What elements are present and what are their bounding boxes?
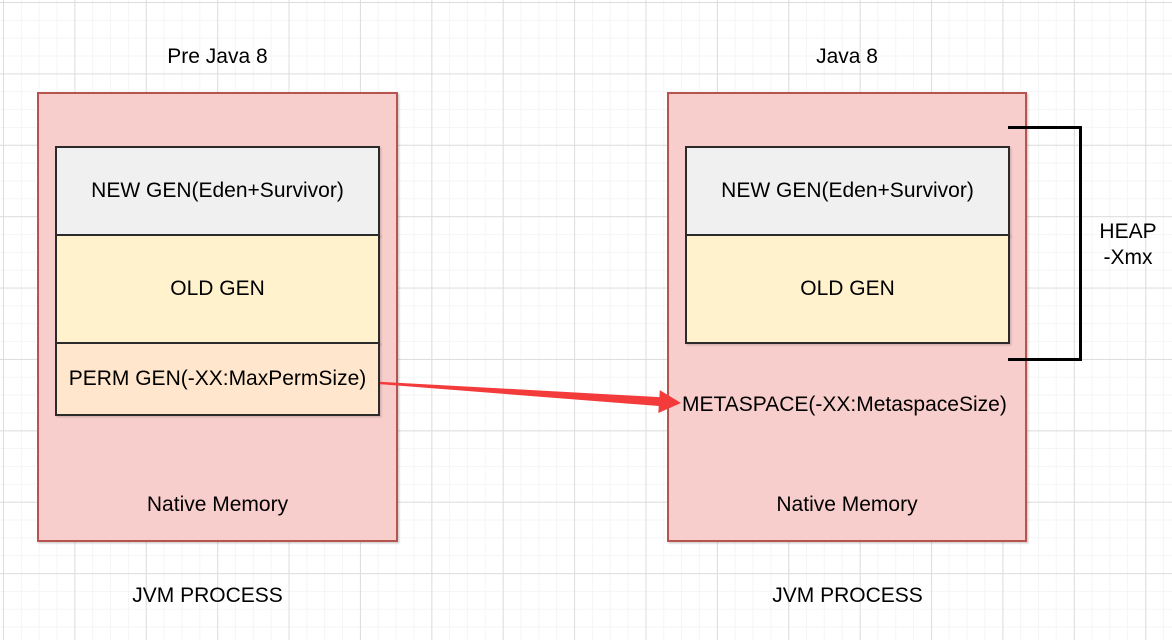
pre-java8-title[interactable]: Pre Java 8 [167, 45, 268, 68]
java8-metaspace-label[interactable]: METASPACE(-XX:MetaspaceSize) [682, 393, 1007, 416]
heap-xmx-label[interactable]: HEAP -Xmx [1088, 219, 1168, 271]
heap-label-line2: -Xmx [1103, 246, 1153, 269]
java8-new-gen-box[interactable]: NEW GEN(Eden+Survivor) [685, 146, 1010, 236]
new-gen-label: NEW GEN(Eden+Survivor) [721, 179, 974, 202]
pre-java8-native-memory-label: Native Memory [146, 493, 289, 516]
old-gen-label: OLD GEN [800, 277, 895, 300]
pre-java8-perm-gen-box[interactable]: PERM GEN(-XX:MaxPermSize) [55, 342, 380, 416]
java8-jvm-process-box[interactable]: NEW GEN(Eden+Survivor) OLD GEN METASPACE… [667, 92, 1027, 542]
pre-java8-jvm-process-label[interactable]: JVM PROCESS [132, 584, 283, 607]
new-gen-label: NEW GEN(Eden+Survivor) [91, 179, 344, 202]
heap-label-line1: HEAP [1099, 220, 1157, 243]
java8-jvm-process-label[interactable]: JVM PROCESS [772, 584, 923, 607]
pre-java8-new-gen-box[interactable]: NEW GEN(Eden+Survivor) [55, 146, 380, 236]
java8-old-gen-box[interactable]: OLD GEN [685, 234, 1010, 344]
heap-bracket-shape[interactable] [1008, 126, 1082, 361]
java8-title[interactable]: Java 8 [816, 45, 878, 68]
java8-native-memory-label: Native Memory [776, 493, 918, 516]
pre-java8-old-gen-box[interactable]: OLD GEN [55, 234, 380, 344]
pre-java8-heap-regions: NEW GEN(Eden+Survivor) OLD GEN PERM GEN(… [55, 146, 380, 416]
pre-java8-jvm-process-box[interactable]: NEW GEN(Eden+Survivor) OLD GEN PERM GEN(… [37, 92, 398, 542]
perm-gen-label: PERM GEN(-XX:MaxPermSize) [68, 367, 367, 390]
java8-heap-regions: NEW GEN(Eden+Survivor) OLD GEN [685, 146, 1010, 344]
old-gen-label: OLD GEN [170, 277, 265, 300]
